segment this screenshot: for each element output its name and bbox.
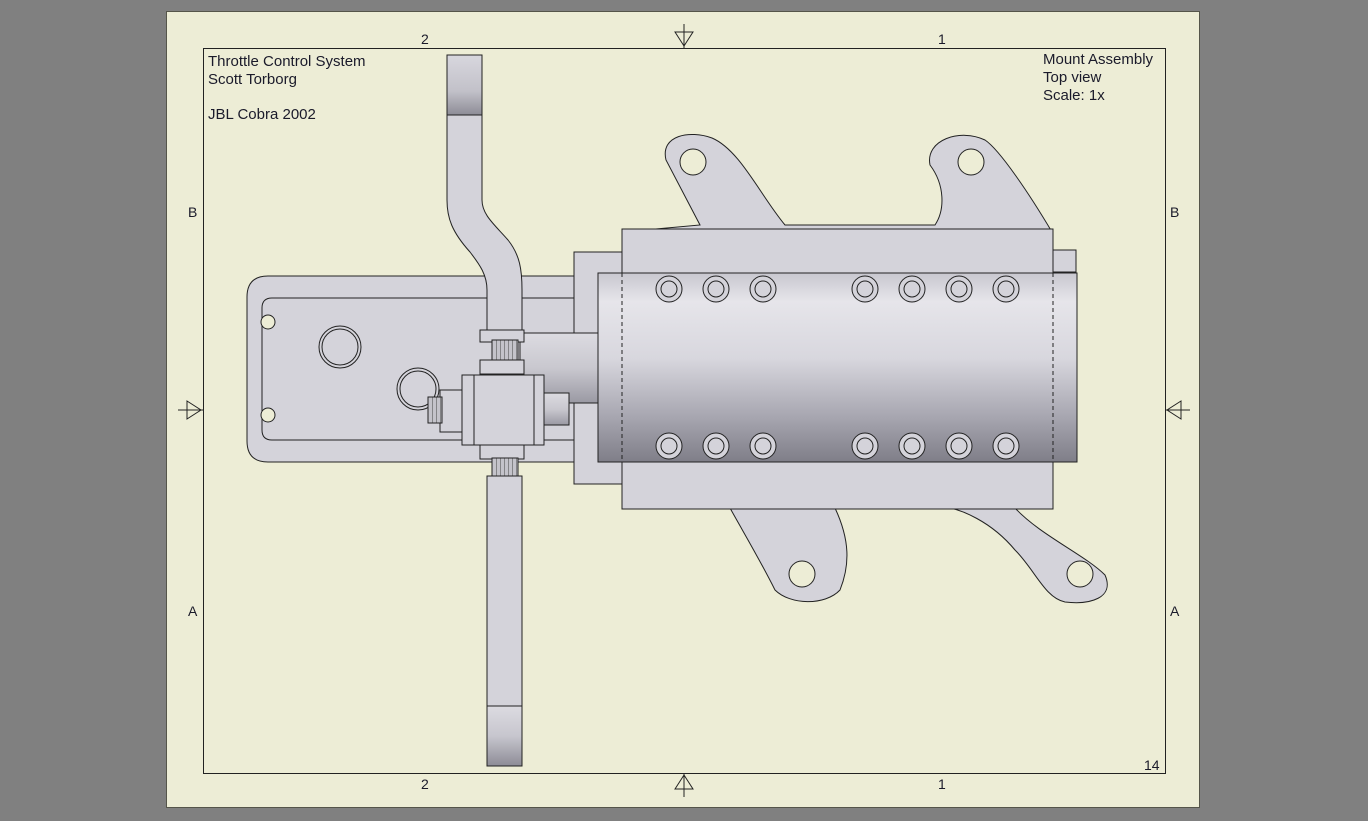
plate-hole bbox=[260, 407, 276, 423]
bolt bbox=[992, 432, 1020, 460]
zone-label-right-a: A bbox=[1170, 603, 1180, 619]
plate-bore bbox=[321, 328, 359, 366]
mount-hole bbox=[679, 148, 707, 176]
center-arrow-right bbox=[1165, 400, 1190, 420]
bolt bbox=[655, 432, 683, 460]
cylinder-bolts bbox=[655, 275, 1020, 460]
bolt bbox=[851, 275, 879, 303]
zone-label-left-a: A bbox=[188, 603, 198, 619]
zone-label-left-b: B bbox=[188, 204, 198, 220]
vehicle-name: JBL Cobra 2002 bbox=[208, 106, 316, 123]
upper-mount-bracket bbox=[621, 134, 1053, 233]
upper-throttle-arm bbox=[446, 54, 525, 363]
center-arrow-top bbox=[674, 24, 694, 48]
assembly-name: Mount Assembly bbox=[1043, 51, 1154, 68]
plate-bore bbox=[318, 325, 362, 369]
bolt bbox=[945, 275, 973, 303]
plate-hole bbox=[260, 314, 276, 330]
sheet-number: 14 bbox=[1144, 757, 1160, 773]
actuator-cylinder bbox=[597, 272, 1078, 463]
bolt bbox=[749, 432, 777, 460]
zone-label-bottom-right: 1 bbox=[938, 776, 946, 792]
centering-marks bbox=[178, 24, 1190, 797]
mount-holes bbox=[679, 148, 1094, 588]
clevis-block bbox=[427, 359, 545, 460]
scale-label: Scale: 1x bbox=[1043, 87, 1105, 104]
project-title: Throttle Control System bbox=[208, 53, 366, 70]
bolt bbox=[749, 275, 777, 303]
bolt bbox=[898, 432, 926, 460]
bolt bbox=[702, 432, 730, 460]
bolt bbox=[702, 275, 730, 303]
mount-hole bbox=[957, 148, 985, 176]
bolt bbox=[898, 275, 926, 303]
zone-label-bottom-left: 2 bbox=[421, 776, 429, 792]
view-name: Top view bbox=[1043, 69, 1102, 86]
mount-hole bbox=[788, 560, 816, 588]
bolt bbox=[655, 275, 683, 303]
zone-label-top-left: 2 bbox=[421, 31, 429, 47]
lower-mount-bracket bbox=[729, 507, 1108, 604]
center-arrow-left bbox=[178, 400, 203, 420]
bolt bbox=[992, 275, 1020, 303]
mount-hole bbox=[1066, 560, 1094, 588]
center-arrow-bottom bbox=[674, 773, 694, 797]
lower-throttle-arm bbox=[486, 457, 523, 767]
author-name: Scott Torborg bbox=[208, 71, 297, 88]
zone-label-right-b: B bbox=[1170, 204, 1180, 220]
bolt bbox=[851, 432, 879, 460]
bolt bbox=[945, 432, 973, 460]
plate-bore bbox=[399, 370, 437, 408]
zone-label-top-right: 1 bbox=[938, 31, 946, 47]
